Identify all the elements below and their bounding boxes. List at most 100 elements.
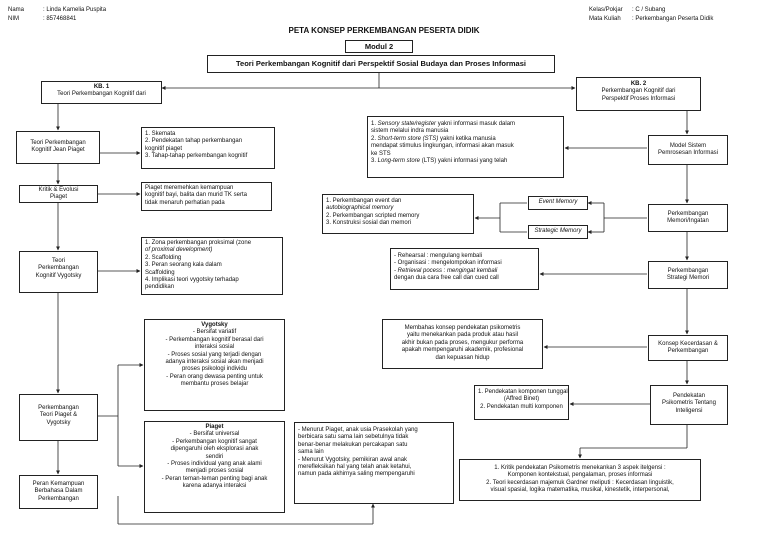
model-note: ke STS: [371, 150, 391, 157]
vygotsky-compare-line: - Bersifat variatif: [192, 329, 237, 336]
peran-line: Peran Kemampuan: [32, 481, 85, 487]
final-notes-box: 1. Kritik pendekatan Psikometris menekan…: [459, 459, 701, 501]
piaget-compare-line: menjadi proses sosial: [185, 468, 244, 475]
name-value: : Linda Kamelia Puspita: [43, 7, 107, 13]
piaget-note: 2. Pendekatan tahap perkembangan: [145, 138, 243, 145]
memori-note: 1. Perkembangan event dan: [326, 198, 402, 204]
psikometris-line: Psikometris Tentang: [662, 400, 716, 407]
psikometris-note: 2. Pendekatan multi komponen: [480, 403, 563, 410]
memori-note: autobiographical memory: [326, 205, 394, 212]
piaget-note: 1. Skemata: [145, 131, 176, 137]
vygotsky-compare-line: membantu proses belajar: [180, 381, 249, 388]
final-note: visual spasial, logika matematika, musik…: [490, 487, 670, 494]
page-title: PETA KONSEP PERKEMBANGAN PESERTA DIDIK: [288, 26, 480, 35]
peran-note: sama lain: [298, 449, 324, 456]
vygotsky-compare-line: adanya interaksi sosial akan menjadi: [165, 359, 264, 366]
memori-line: Memori/Ingatan: [667, 218, 709, 225]
module-title-box: Teori Perkembangan Kognitif dari Perspek…: [207, 55, 555, 73]
kecerdasan-note: yaitu menekankan pada produk atau hasil: [406, 332, 519, 339]
strategi-note: - Retrieval pocess : mengingat kembali: [394, 267, 498, 274]
vygotsky-theory-box: Teori Perkembangan Kognitif Vygotsky: [19, 251, 98, 293]
final-note: 1. Kritik pendekatan Psikometris menekan…: [494, 465, 666, 471]
kb1-body: Teori Perkembangan Kognitif dari: [57, 91, 146, 98]
compare-line: Perkembangan: [38, 405, 79, 411]
kb2-box: KB. 2 Perkembangan Kognitif dari Perspek…: [576, 77, 701, 111]
strategi-note: - Rehearsal : mengulang kembali: [394, 253, 483, 259]
class-value: : C / Subang: [632, 7, 666, 13]
psikometris-notes-box: 1. Pendekatan komponen tunggal (Affred B…: [474, 385, 569, 420]
model-note: sistem melalui indra manusia: [371, 128, 449, 135]
piaget-compare-line: karena adanya interaksi: [182, 483, 247, 490]
piaget-note: 3. Tahap-tahap perkembangan kognitif: [145, 153, 248, 160]
vygotsky-note: pendidikan: [145, 284, 175, 291]
nim-label: NIM: [8, 16, 19, 22]
compare-line: Vygotsky: [46, 419, 71, 426]
compare-line: Teori Piaget &: [39, 412, 78, 419]
piaget-notes-box: 1. Skemata 2. Pendekatan tahap perkemban…: [141, 127, 275, 169]
peran-note-box: - Menurut Piaget, anak usia Prasekolah y…: [294, 422, 454, 504]
kb2-head: KB. 2: [630, 81, 647, 87]
course-label: Mata Kuliah: [589, 16, 621, 22]
piaget-theory-box: Teori Perkembangan Kognitif Jean Piaget: [16, 131, 100, 164]
final-note: Komponen kontekstual, pengalaman, proses…: [507, 472, 653, 479]
model-line: Model Sistem: [669, 143, 707, 149]
model-notes-box: 1. Sensory state/register yakni informas…: [367, 116, 564, 178]
kecerdasan-box: Konsep Kecerdasan & Perkembangan: [648, 335, 728, 361]
vygotsky-theory-line: Kognitif Vygotsky: [35, 272, 82, 279]
kritik-box: Kritik & Evolusi Piaget: [19, 185, 98, 203]
piaget-theory-line: Teori Perkembangan: [30, 140, 86, 146]
kritik-line: Kritik & Evolusi: [38, 187, 79, 193]
kecerdasan-note: akhir bukan pada proses, mengukur perfor…: [401, 339, 524, 346]
strategi-box: Perkembangan Strategi Memori: [648, 261, 728, 289]
peran-note: berbicara satu sama lain sebetulnya tida…: [298, 434, 409, 441]
vygotsky-compare-head: Vygotsky: [201, 322, 228, 328]
vygotsky-note: 2. Scaffolding: [145, 254, 182, 261]
piaget-theory-line: Kognitif Jean Piaget: [31, 147, 85, 154]
kritik-note: Piaget meremehkan kemampuan: [145, 185, 234, 191]
strategi-note: - Organisasi : mengelompokan informasi: [394, 260, 502, 267]
kritik-line: Piaget: [49, 194, 67, 201]
kecerdasan-note: dan kepuasan hidup: [435, 354, 490, 361]
kb2-body: Perspektif Proses Informasi: [601, 95, 676, 102]
psikometris-line: Pendekatan: [672, 393, 706, 399]
kritik-note: kognitif bayi, balita dan murid TK serta: [145, 192, 247, 199]
kb1-head: KB. 1: [93, 84, 110, 90]
vygotsky-compare-line: - Proses sosial yang terjadi dengan: [167, 351, 262, 358]
strategic-memory-box: Strategic Memory: [528, 225, 588, 239]
class-label: Kelas/Pokjar: [589, 7, 623, 13]
psikometris-note: (Affred Binet): [503, 396, 540, 403]
kecerdasan-line: Konsep Kecerdasan &: [658, 341, 718, 347]
strategi-line: Strategi Memori: [666, 275, 710, 282]
memori-box: Perkembangan Memori/Ingatan: [648, 204, 728, 232]
strategi-notes-box: - Rehearsal : mengulang kembali - Organi…: [390, 248, 539, 290]
piaget-compare-line: - Bersifat universal: [189, 431, 240, 438]
piaget-compare-head: Piaget: [205, 424, 224, 430]
kecerdasan-note-box: Membahas konsep pendekatan psikometris y…: [382, 319, 543, 369]
strategi-note: dengan dua cara free call dan cued call: [394, 275, 499, 282]
strategi-line: Perkembangan: [667, 268, 709, 274]
peran-line: Perkembangan: [38, 495, 79, 502]
vygotsky-note: 3. Peran seorang kala dalam: [145, 262, 222, 269]
vygotsky-theory-line: Perkembangan: [38, 265, 79, 272]
piaget-compare-line: - Perkembangan kognitif sangat: [172, 438, 257, 445]
peran-box: Peran Kemampuan Berbahasa Dalam Perkemba…: [19, 475, 98, 509]
kritik-note: tidak menaruh perhatian pada: [145, 199, 225, 206]
piaget-compare-line: - Peran teman-teman penting bagi anak: [161, 475, 268, 482]
memori-note: 3. Konstruksi sosial dan memori: [326, 220, 412, 227]
kecerdasan-note: Membahas konsep pendekatan psikometris: [404, 325, 521, 331]
model-note: mendapat stimulus lingkungan, informasi …: [371, 143, 514, 150]
piaget-compare-line: - Proses individual yang anak alami: [167, 461, 262, 468]
kritik-note-box: Piaget meremehkan kemampuan kognitif bay…: [141, 182, 272, 211]
model-line: Pemrosesan Informasi: [657, 150, 719, 157]
vygotsky-note: 1. Zona perkembangan proksimal (zone: [145, 240, 252, 246]
nim-value: : 857468841: [43, 16, 77, 22]
final-note: 2. Teori kecerdasan majemuk Gardner meli…: [486, 479, 674, 486]
model-note: 2. Short-term store (STS) yakni ketika m…: [371, 135, 496, 142]
vygotsky-compare-line: - Perkembangan kognitif berasal dari: [165, 336, 264, 343]
psikometris-line: Inteligensi: [675, 407, 703, 414]
vygotsky-notes-box: 1. Zona perkembangan proksimal (zone of …: [141, 237, 283, 295]
model-note: 3. Long-term store (LTS) yakni informasi…: [371, 158, 508, 165]
peran-note: - Menurut Piaget, anak usia Prasekolah y…: [298, 427, 418, 433]
psikometris-note: 1. Pendekatan komponen tunggal: [478, 389, 568, 395]
